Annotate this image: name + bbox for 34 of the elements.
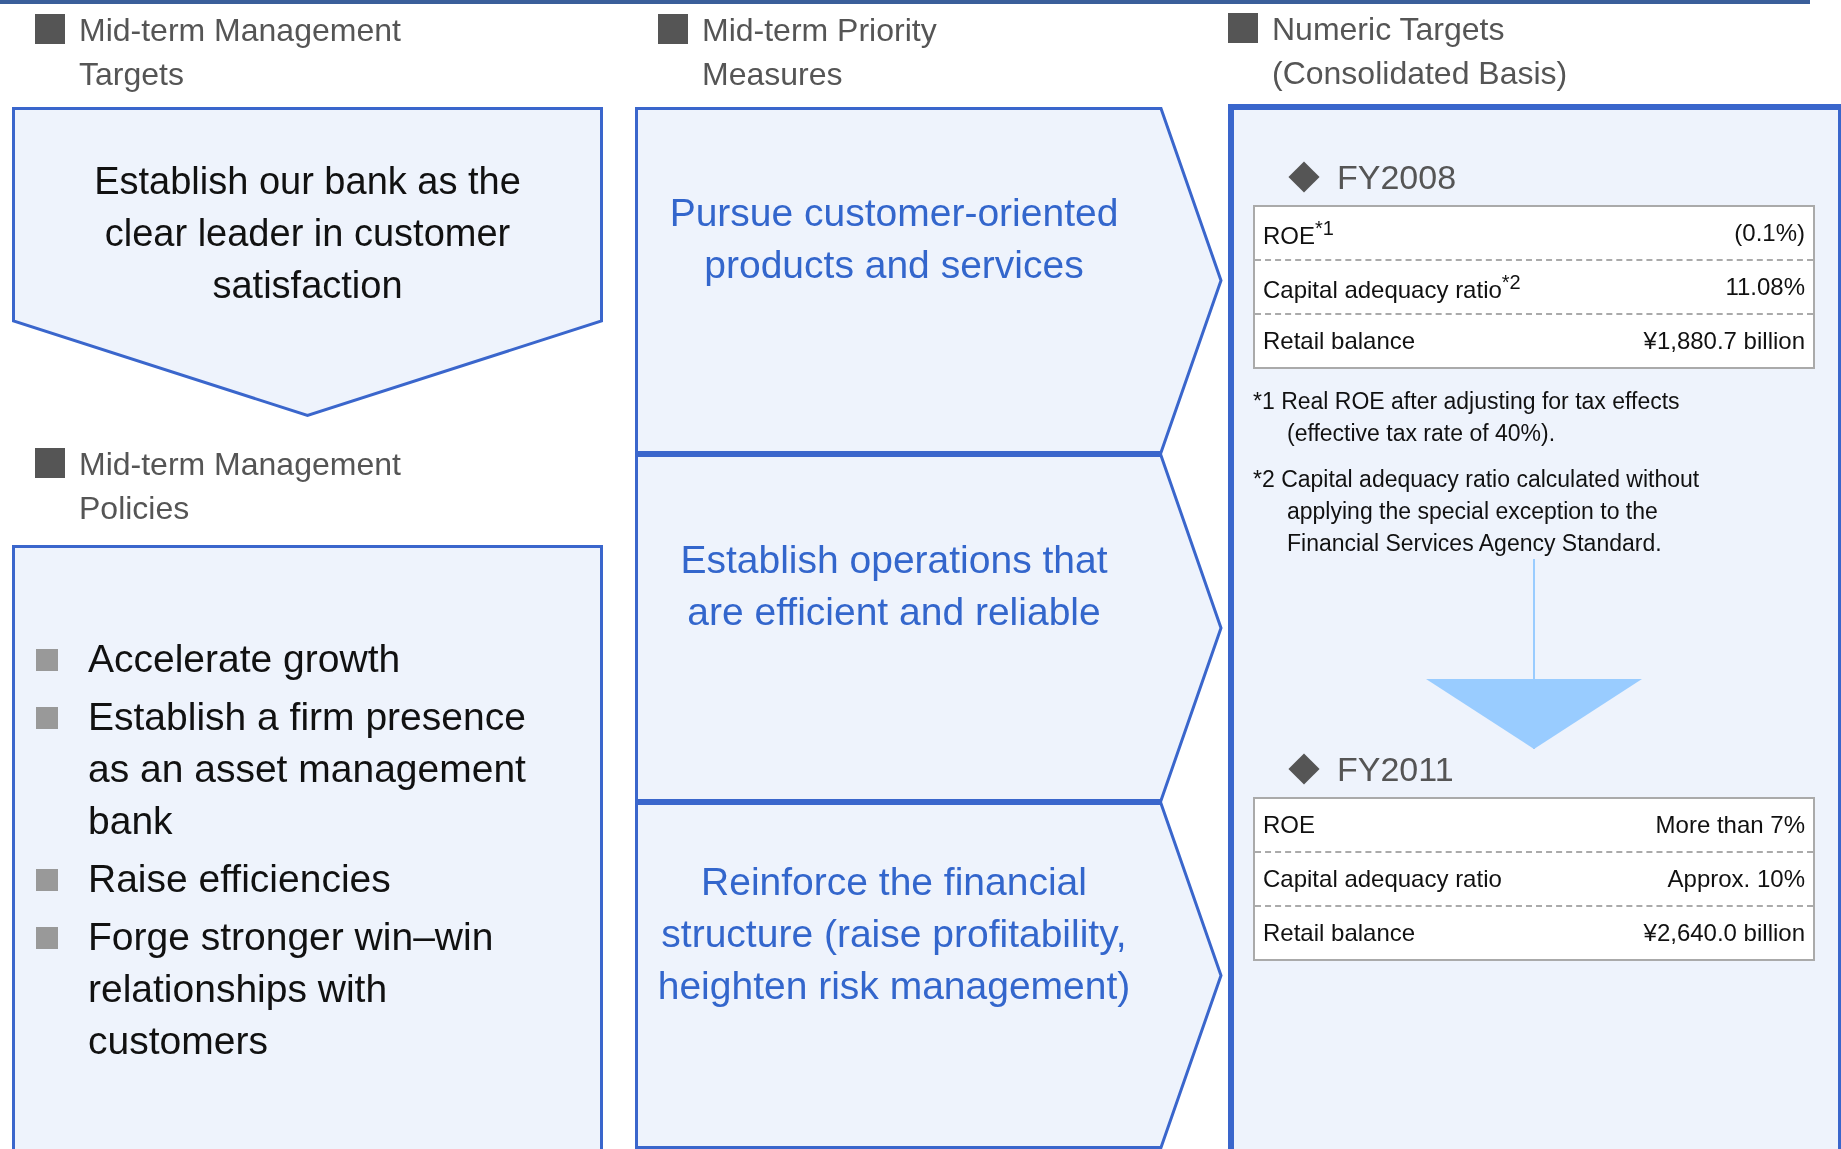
table-cell: ROE bbox=[1263, 811, 1315, 839]
list-item: Accelerate growth bbox=[88, 636, 401, 682]
heading-text: FY2008 bbox=[1337, 157, 1457, 197]
list-item: Forge stronger win–win relationships with customers bbox=[88, 914, 495, 1064]
footnote-text: *2 Capital adequacy ratio calculated without applying the special exception to the Financial Services Agency Standard. bbox=[1253, 465, 1701, 558]
arrow-box bbox=[635, 107, 1223, 454]
table-cell: Retail balance bbox=[1263, 327, 1416, 355]
box-text: Establish operations that are efficient and reliable bbox=[679, 537, 1109, 636]
table-cell: Capital adequacy ratio$^{*2}$ bbox=[1263, 270, 1521, 304]
arrow bbox=[1426, 558, 1642, 750]
box-text: Reinforce the financial structure (raise profitability, heighten risk management) bbox=[656, 858, 1132, 1009]
footnote-text: *1 Real ROE after adjusting for tax effects (effective tax rate of 40%). bbox=[1253, 387, 1681, 448]
table-cell: (0.1%) bbox=[1734, 219, 1805, 247]
table-cell: ROE$^{*1}$ bbox=[1263, 216, 1334, 250]
arrow-box bbox=[635, 802, 1223, 1149]
table-cell: More than 7% bbox=[1655, 811, 1805, 839]
list-item: Raise efficiencies bbox=[88, 856, 391, 902]
heading-text: Numeric Targets (Consolidated Basis) bbox=[1272, 10, 1569, 93]
table-cell: Capital adequacy ratio bbox=[1263, 865, 1502, 893]
arrow-box bbox=[635, 454, 1223, 802]
policy-box bbox=[12, 545, 603, 1149]
table-cell: Retail balance bbox=[1263, 919, 1416, 947]
heading-text: FY2011 bbox=[1337, 749, 1454, 789]
heading-text: Mid-term Management Targets bbox=[79, 11, 402, 94]
list-item: Establish a firm presence as an asset management bank bbox=[88, 694, 527, 844]
box-text: Pursue customer-oriented products and services bbox=[668, 189, 1120, 288]
heading-text: Mid-term Management Policies bbox=[79, 445, 402, 528]
table-cell: Approx. 10% bbox=[1667, 865, 1805, 893]
heading-text: Mid-term Priority Measures bbox=[702, 11, 938, 94]
table-cell: ¥1,880.7 billion bbox=[1643, 327, 1805, 355]
table-cell: ¥2,640.0 billion bbox=[1643, 919, 1805, 947]
chevron-box bbox=[12, 107, 603, 417]
table-cell: 11.08% bbox=[1725, 273, 1805, 301]
box-text: Establish our bank as the clear leader in customer satisfaction bbox=[93, 159, 522, 308]
